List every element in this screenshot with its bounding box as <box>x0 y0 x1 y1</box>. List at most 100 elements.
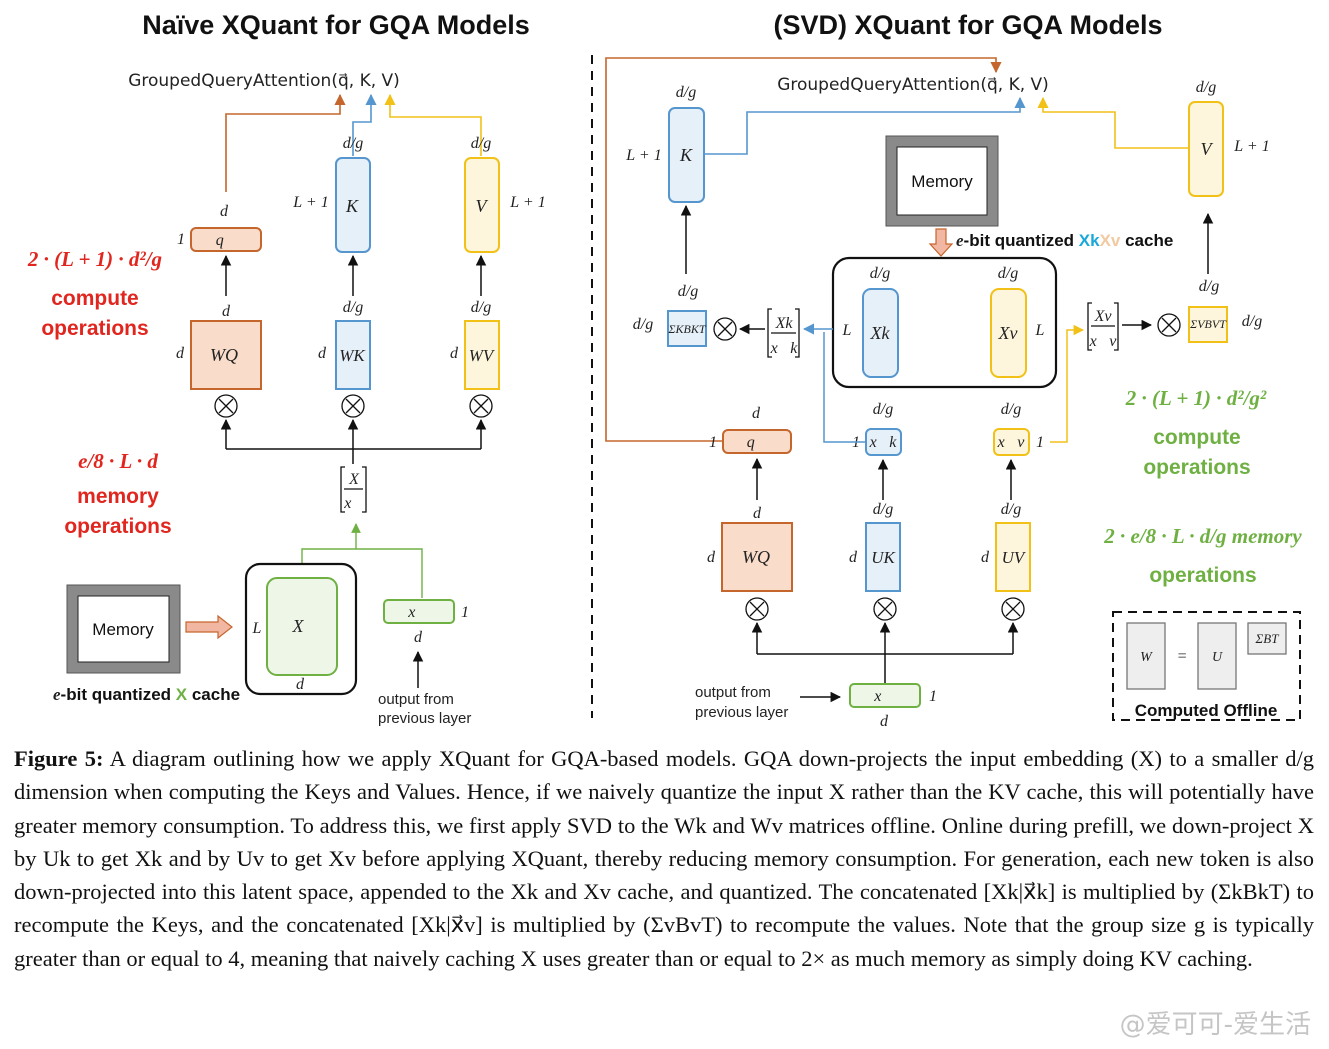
concat-top-label: X <box>348 471 360 488</box>
left-memory-arrow-icon <box>185 614 233 640</box>
dim-label: d <box>176 345 185 362</box>
left-x-block <box>266 577 338 676</box>
left-v-block <box>464 157 500 253</box>
offline-w-label: W <box>1140 650 1153 665</box>
dim-label: d/g <box>343 135 363 152</box>
right-output-label-2: previous layer <box>695 704 788 721</box>
left-output-label-2: previous layer <box>378 710 471 727</box>
dim-label: 1 <box>709 434 717 451</box>
right-concat-v-vector: Xv x⃗v <box>1087 302 1119 351</box>
concat-v-top: Xv <box>1094 308 1113 325</box>
dim-label: d <box>849 549 858 566</box>
q-vector-label: q⃗ <box>216 232 236 249</box>
cache-prefix: e <box>956 231 964 250</box>
dim-label: L + 1 <box>1233 138 1269 155</box>
right-compute-text: operations <box>1143 456 1250 479</box>
dim-label: 1 <box>461 604 469 621</box>
sigma-v-label: ΣVBVT <box>1189 317 1227 331</box>
caption-label: Figure 5: <box>14 746 104 771</box>
xv-vector-label: x⃗v <box>997 434 1026 451</box>
left-v-to-attention-line <box>384 93 482 156</box>
dim-label: L <box>1035 322 1045 339</box>
cache-mid: -bit quantized <box>964 231 1079 250</box>
caption-text: A diagram outlining how we apply XQuant … <box>14 746 1314 971</box>
x-vector-label: x⃗ <box>407 604 428 621</box>
right-xv-block <box>990 288 1027 378</box>
wv-label: WV <box>469 346 496 365</box>
dim-label: d/g <box>633 316 653 333</box>
right-wq-block <box>721 522 793 592</box>
dim-label: d/g <box>1001 401 1021 418</box>
left-cache-label: e-bit quantized X cache <box>53 685 240 704</box>
left-compute-text: operations <box>41 317 148 340</box>
offline-sb-block <box>1247 622 1287 655</box>
dim-label: L + 1 <box>509 194 545 211</box>
cache-suffix: cache <box>187 685 240 704</box>
multiply-icon <box>214 394 238 418</box>
multiply-icon <box>713 317 737 341</box>
xk-vector-label: x⃗k <box>869 434 898 451</box>
concat-k-top: Xk <box>775 315 794 332</box>
left-panel-title: Naïve XQuant for GQA Models <box>142 10 530 40</box>
dim-label: d/g <box>343 299 363 316</box>
multiply-icon <box>469 394 493 418</box>
multiply-icon <box>341 394 365 418</box>
right-v-block <box>1188 101 1224 197</box>
watermark: @爱可可-爱生活 <box>1119 1010 1311 1040</box>
multiply-icon <box>745 597 769 621</box>
right-sigma-k-block <box>667 310 707 347</box>
dim-label: d/g <box>471 135 491 152</box>
right-uk-block <box>865 522 901 592</box>
xquant-gqa-diagram: Naïve XQuant for GQA Models GroupedQuery… <box>27 10 1303 730</box>
left-wk-block <box>335 320 371 390</box>
dim-label: d <box>450 345 459 362</box>
right-v-to-attention-line <box>1037 96 1189 149</box>
left-compute-formula: 2 · (L + 1) · d²/g <box>27 247 162 271</box>
dim-label: d <box>318 345 327 362</box>
right-concat-k-vector: Xk x⃗k <box>767 308 800 358</box>
right-memory-text: operations <box>1149 564 1256 587</box>
dim-label: L + 1 <box>625 147 661 164</box>
dim-label: d/g <box>1242 313 1262 330</box>
computed-offline-label: Computed Offline <box>1135 701 1278 720</box>
uv-label: UV <box>1002 548 1027 567</box>
right-xv-to-concat-line <box>1050 324 1085 443</box>
dim-label: d <box>220 203 229 220</box>
dim-label: d <box>753 505 762 522</box>
concat-v-bottom: x⃗v <box>1089 333 1118 350</box>
dim-label: d <box>222 303 231 320</box>
q-vector-label: q⃗ <box>747 434 767 451</box>
left-wv-block <box>464 320 500 390</box>
left-compute-text: compute <box>51 287 139 310</box>
cache-prefix: e <box>53 685 61 704</box>
xv-label: Xv <box>998 323 1018 343</box>
offline-w-block <box>1126 622 1166 690</box>
dim-label: d <box>981 549 990 566</box>
sigma-k-label: ΣKBKT <box>667 322 706 336</box>
concat-bottom-label: x⃗ <box>343 495 364 512</box>
dim-label: L <box>842 322 852 339</box>
dim-label: d/g <box>1199 278 1219 295</box>
offline-u-label: U <box>1212 650 1223 665</box>
multiply-icon <box>873 597 897 621</box>
cache-suffix: cache <box>1120 231 1173 250</box>
k-label: K <box>345 196 359 216</box>
right-cache-label: e-bit quantized XkXv cache <box>956 231 1173 250</box>
left-wq-block <box>190 320 262 390</box>
left-concat-x-vector: X x⃗ <box>340 466 367 513</box>
right-memory-formula: 2 · e/8 · L · d/g memory <box>1103 524 1302 548</box>
right-memory-label: Memory <box>911 172 973 191</box>
cache-xv: Xv <box>1100 231 1121 250</box>
left-k-to-attention-line <box>352 93 377 156</box>
cache-x: X <box>176 685 188 704</box>
right-memory-arrow-icon <box>928 228 954 257</box>
v-label: V <box>1201 139 1214 159</box>
dim-label: d <box>880 713 889 730</box>
wk-label: WK <box>339 346 366 365</box>
right-x-vector-block <box>849 683 921 708</box>
left-memory-text: operations <box>64 515 171 538</box>
dim-label: d/g <box>678 283 698 300</box>
right-q-vector-block <box>722 429 792 454</box>
left-q-to-attention-line <box>225 93 346 192</box>
left-memory-text: memory <box>77 485 159 508</box>
